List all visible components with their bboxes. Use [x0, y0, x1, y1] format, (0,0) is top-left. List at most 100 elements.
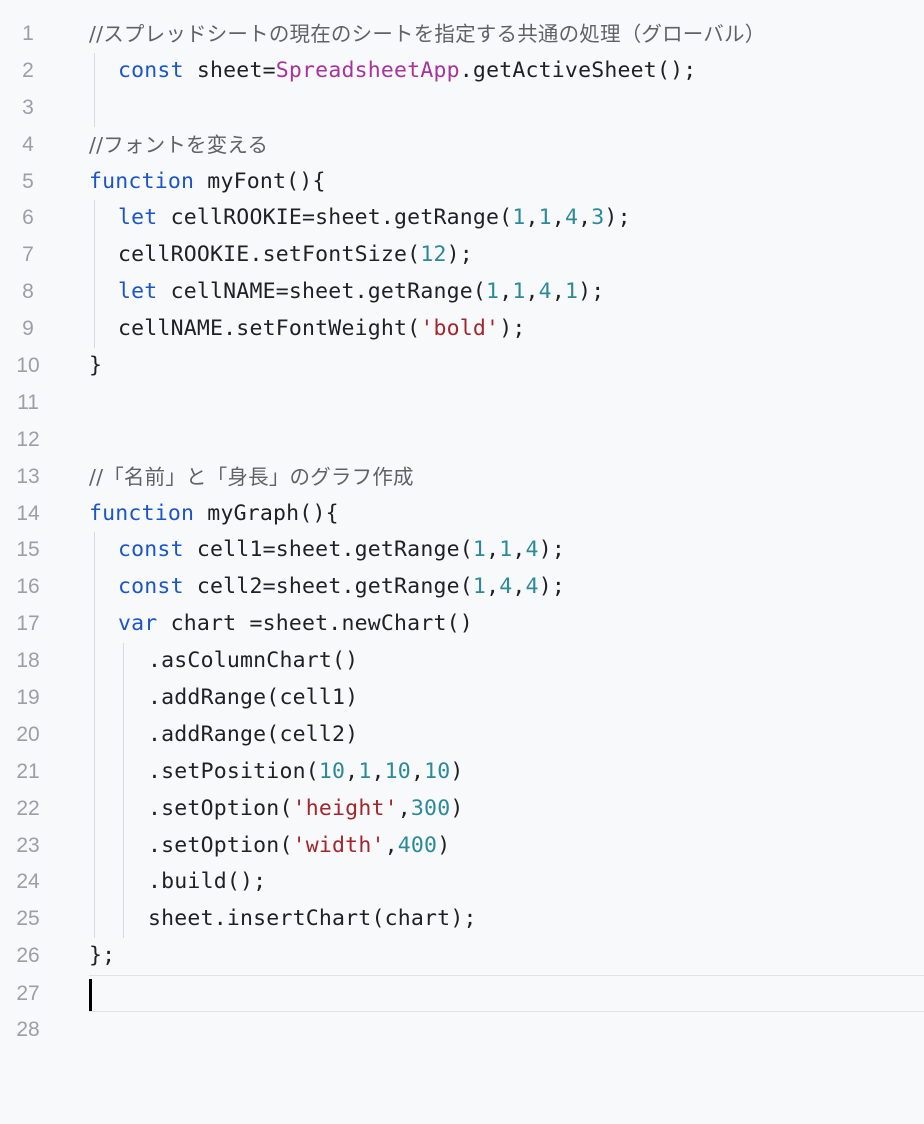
code-line[interactable]: 20 .addRange(cell2) [0, 716, 924, 754]
number-literal: 400 [397, 832, 438, 858]
indent-guide [123, 716, 124, 754]
number-literal: 10 [424, 758, 451, 784]
code-line[interactable]: 8 let cellNAME=sheet.getRange(1,1,4,1); [0, 274, 924, 312]
indent-guide [123, 680, 124, 717]
number-literal: 10 [318, 758, 346, 784]
code-line[interactable]: 12 [0, 422, 924, 459]
code-text: }; [89, 943, 116, 969]
line-number: 20 [16, 722, 40, 746]
line-number: 14 [16, 501, 40, 525]
indent-guide [123, 643, 124, 681]
code-line[interactable]: 28 [0, 1012, 924, 1049]
code-text: cellROOKIE.setFontSize(12); [118, 237, 473, 274]
code-line[interactable]: 5 function myFont(){ [0, 164, 924, 201]
number-literal: 10 [384, 758, 411, 784]
code-line[interactable]: 18 .asColumnChart() [0, 643, 924, 681]
code-token: sheet= [183, 57, 276, 83]
code-text: const sheet=SpreadsheetApp.getActiveShee… [118, 53, 696, 90]
code-token: cell2=sheet.getRange( [183, 574, 473, 600]
line-number: 12 [16, 427, 40, 451]
indent-guide [123, 901, 124, 939]
code-line[interactable]: 3 [0, 89, 924, 127]
code-token: cellROOKIE.setFontSize( [118, 242, 421, 268]
code-line[interactable]: 23 .setOption('width',400) [0, 827, 924, 865]
code-line[interactable]: 26 }; [0, 938, 924, 975]
code-token: .setOption( [148, 832, 293, 858]
line-number: 7 [22, 243, 34, 267]
current-line[interactable]: 27 [16, 975, 924, 1013]
comment: //フォントを変える [89, 132, 269, 157]
indent-guide [123, 864, 124, 902]
code-token: cellNAME.setFontWeight( [118, 316, 421, 342]
code-line[interactable]: 1 //スプレッドシートの現在のシートを指定する共通の処理（グローバル） [0, 16, 924, 53]
line-number: 15 [16, 538, 40, 562]
line-number: 25 [16, 907, 40, 931]
code-token: chart =sheet.newChart() [157, 611, 473, 637]
code-line[interactable]: 13 //「名前」と「身長」のグラフ作成 [0, 459, 924, 496]
line-number: 11 [17, 390, 39, 414]
code-line[interactable]: 6 let cellROOKIE=sheet.getRange(1,1,4,3)… [0, 200, 924, 238]
code-token: .getActiveSheet(); [459, 57, 697, 83]
indent-guide [123, 790, 124, 828]
code-line[interactable]: 25 sheet.insertChart(chart); [0, 901, 924, 939]
number-literal: 1 [512, 279, 526, 305]
code-line[interactable]: 9 cellNAME.setFontWeight('bold'); [0, 311, 924, 349]
code-line[interactable]: 17 var chart =sheet.newChart() [0, 606, 924, 644]
code-text: } [89, 353, 103, 379]
text-cursor [89, 979, 92, 1012]
keyword: var [118, 611, 158, 637]
number-literal: 1 [472, 537, 487, 563]
line-number: 9 [22, 317, 34, 341]
indent-guide [94, 901, 95, 939]
code-text: let cellNAME=sheet.getRange(1,1,4,1); [118, 279, 605, 305]
code-line[interactable]: 11 [0, 385, 924, 422]
code-line[interactable]: 15 const cell1=sheet.getRange(1,1,4); [0, 532, 924, 570]
code-line[interactable]: 21 .setPosition(10,1,10,10) [0, 753, 924, 791]
code-token: ) [450, 795, 464, 821]
number-literal: 1 [564, 279, 579, 305]
code-line[interactable]: 16 const cell2=sheet.getRange(1,4,4); [0, 569, 924, 607]
indent-guide [94, 643, 95, 681]
number-literal: 4 [538, 279, 552, 305]
line-number: 3 [22, 95, 34, 119]
code-line[interactable]: 19 .addRange(cell1) [0, 680, 924, 717]
line-number: 26 [16, 944, 40, 968]
number-literal: 1 [486, 279, 500, 305]
keyword: function [89, 500, 195, 526]
code-token: myFont(){ [194, 168, 326, 194]
indent-guide [94, 716, 95, 754]
code-text: .setPosition(10,1,10,10) [148, 758, 464, 784]
number-literal: 300 [410, 795, 451, 821]
number-literal: 12 [420, 242, 447, 268]
code-token: ); [578, 279, 605, 305]
code-text: const cell2=sheet.getRange(1,4,4); [118, 574, 565, 600]
keyword: const [118, 574, 184, 600]
indent-guide [94, 200, 95, 238]
code-text: .addRange(cell1) [148, 685, 359, 711]
string-literal: 'width' [292, 832, 385, 858]
code-line[interactable]: 24 .build(); [0, 864, 924, 902]
line-number: 27 [16, 982, 40, 1006]
code-text: function myFont(){ [89, 164, 326, 201]
code-line[interactable]: 14 function myGraph(){ [0, 496, 924, 533]
indent-guide [94, 274, 95, 312]
code-line[interactable]: 7 cellROOKIE.setFontSize(12); [0, 237, 924, 275]
line-number: 2 [22, 58, 34, 82]
code-token: ) [437, 832, 451, 858]
indent-guide [123, 753, 124, 791]
number-literal: 4 [499, 574, 513, 600]
string-literal: 'height' [292, 795, 398, 821]
code-token: , [384, 832, 398, 858]
code-token: ); [538, 574, 565, 600]
code-text: .build(); [148, 869, 267, 895]
code-line[interactable]: 4 //フォントを変える [0, 127, 924, 164]
keyword: let [118, 279, 158, 305]
code-text: cellNAME.setFontWeight('bold'); [118, 311, 526, 348]
code-line[interactable]: 22 .setOption('height',300) [0, 790, 924, 828]
string-literal: 'bold' [420, 316, 500, 342]
code-line[interactable]: 2 const sheet=SpreadsheetApp.getActiveSh… [0, 52, 924, 90]
keyword: const [118, 537, 184, 563]
indent-guide [94, 237, 95, 275]
code-editor[interactable]: 1 //スプレッドシートの現在のシートを指定する共通の処理（グローバル） 2 c… [0, 16, 924, 1049]
code-line[interactable]: 10 } [0, 348, 924, 385]
